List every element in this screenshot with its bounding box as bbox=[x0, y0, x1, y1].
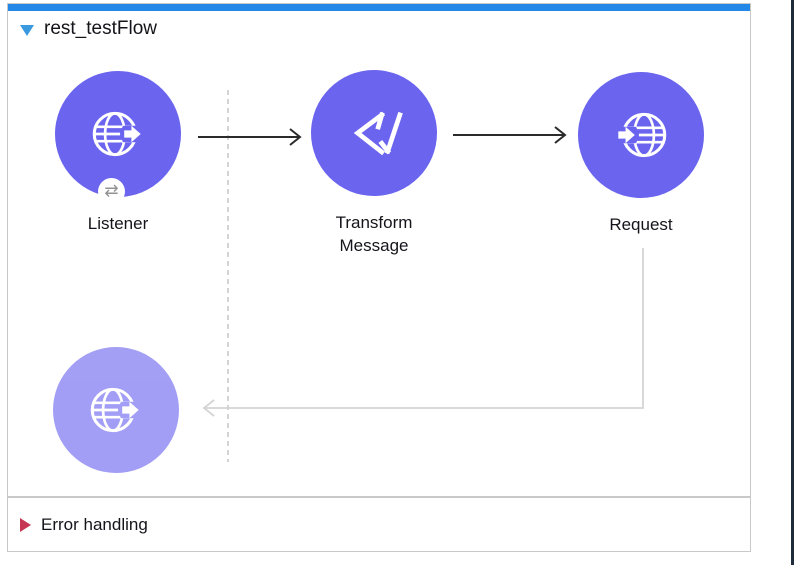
flow-header[interactable]: rest_testFlow bbox=[8, 11, 750, 47]
node-label-listener: Listener bbox=[87, 214, 149, 233]
message-exchange-badge-icon: ⇄ bbox=[98, 178, 125, 205]
node-label-transform-message: Transform Message bbox=[335, 213, 413, 255]
dataweave-icon bbox=[353, 111, 403, 156]
flow-container: rest_testFlow bbox=[7, 3, 751, 497]
globe-arrow-in-icon bbox=[615, 112, 667, 158]
connector-transform-to-request bbox=[453, 126, 567, 144]
connector-listener-to-transform bbox=[198, 128, 302, 146]
error-handling-section[interactable]: Error handling bbox=[7, 497, 751, 552]
flow-title: rest_testFlow bbox=[44, 18, 157, 39]
listener-node[interactable]: ⇄ bbox=[55, 71, 181, 205]
node-ghost bbox=[46, 347, 186, 473]
connector-request-to-ghost bbox=[202, 248, 644, 417]
flow-selection-highlight bbox=[8, 4, 750, 11]
node-transform-message: Transform Message bbox=[304, 70, 444, 257]
request-node[interactable] bbox=[578, 72, 704, 198]
collapse-triangle-icon[interactable] bbox=[20, 24, 34, 36]
globe-arrow-out-icon bbox=[90, 387, 142, 433]
node-label-request: Request bbox=[609, 215, 673, 234]
ghost-node[interactable] bbox=[53, 347, 179, 473]
editor-divider bbox=[791, 0, 794, 565]
error-handling-title: Error handling bbox=[41, 514, 148, 534]
transform-message-node[interactable] bbox=[311, 70, 437, 196]
globe-arrow-out-icon bbox=[92, 111, 144, 157]
node-listener: ⇄ Listener bbox=[48, 71, 188, 235]
node-request: Request bbox=[571, 72, 711, 236]
expand-triangle-icon[interactable] bbox=[20, 517, 31, 532]
